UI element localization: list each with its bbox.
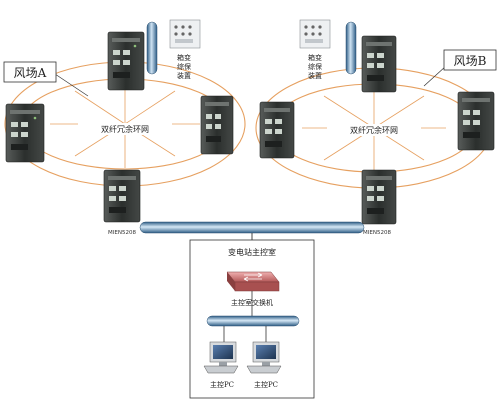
switch-a-model-label: MIEN5208 [108, 230, 136, 236]
core-switch-router-icon [226, 271, 280, 292]
control-room-title: 变电站主控室 [228, 247, 276, 257]
switch-b-right [457, 91, 495, 151]
ring-b-label: 双纤冗余环网 [350, 125, 398, 135]
fiber-pipe-b [345, 21, 357, 75]
lan-bus-pipe [206, 291, 300, 342]
protection-device-b [299, 19, 331, 49]
protection-b-line1: 箱变 [308, 53, 322, 62]
switch-b-bottom [361, 169, 397, 225]
switch-b-top [361, 35, 397, 93]
wind-farm-a: 双纤冗余环网 风场A [3, 19, 246, 236]
wind-farm-b-label-box [443, 49, 497, 71]
wind-farm-a-label-box [3, 61, 57, 83]
switch-a-right [200, 95, 234, 155]
ring-a-label: 双纤冗余环网 [101, 124, 149, 134]
switch-a-bottom [103, 169, 141, 223]
control-room: 变电站主控室 主控室交换机 主控PC 主控PC [189, 239, 315, 399]
switch-b-model-label: MIEN5208 [363, 230, 391, 236]
switch-a-left [5, 103, 45, 163]
pc-icon-2 [246, 341, 282, 374]
fiber-pipe-a [146, 21, 158, 75]
protection-device-a [169, 19, 201, 49]
protection-a-line1: 箱变 [177, 53, 191, 62]
switch-a-top [107, 31, 145, 91]
wind-farm-b: 双纤冗余环网 风场B [255, 19, 497, 236]
switch-b-left [259, 101, 295, 159]
callout-line-a [54, 73, 89, 97]
protection-b-line3: 装置 [308, 71, 322, 80]
protection-b-line2: 综保 [308, 62, 322, 71]
wind-farm-b-label: 风场B [454, 54, 487, 68]
protection-a-line2: 综保 [177, 62, 191, 71]
pc-icon-1 [203, 341, 239, 374]
protection-a-line3: 装置 [177, 71, 191, 80]
pc-label-1: 主控PC [210, 380, 234, 389]
pc-label-2: 主控PC [254, 380, 278, 389]
wind-farm-a-label: 风场A [14, 66, 47, 80]
callout-line-b [423, 65, 447, 87]
